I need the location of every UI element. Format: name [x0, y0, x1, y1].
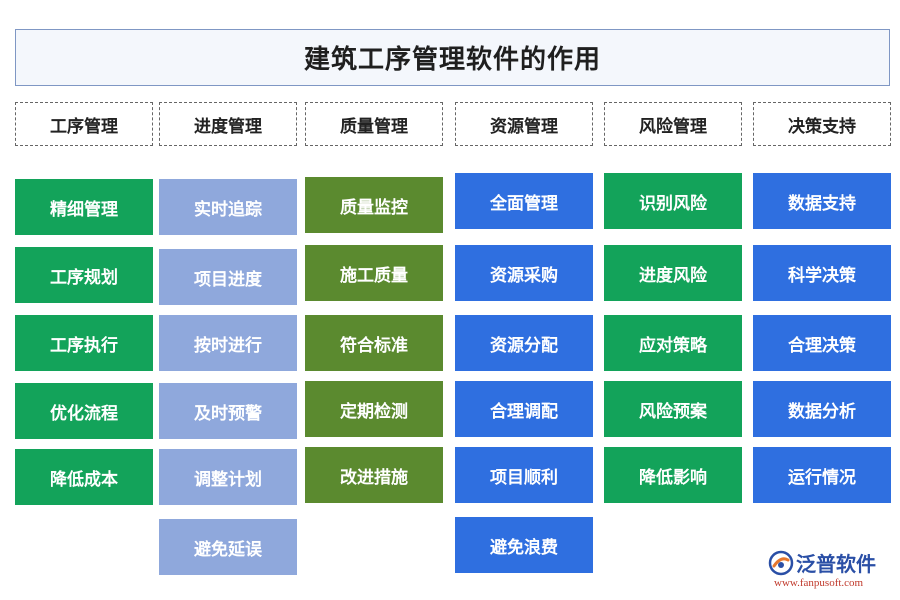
column-header: 风险管理: [604, 102, 742, 146]
item-box: 进度风险: [604, 245, 742, 301]
item-box: 实时追踪: [159, 179, 297, 235]
brand-logo: 泛普软件 www.fanpusoft.com: [768, 548, 888, 594]
item-box: 避免延误: [159, 519, 297, 575]
item-box: 质量监控: [305, 177, 443, 233]
column-quality-management: 质量管理 质量监控 施工质量 符合标准 定期检测 改进措施: [305, 102, 443, 503]
item-box: 改进措施: [305, 447, 443, 503]
item-box: 合理决策: [753, 315, 891, 371]
column-risk-management: 风险管理 识别风险 进度风险 应对策略 风险预案 降低影响: [604, 102, 742, 503]
item-box: 资源分配: [455, 315, 593, 371]
item-box: 优化流程: [15, 383, 153, 439]
item-box: 符合标准: [305, 315, 443, 371]
item-box: 工序执行: [15, 315, 153, 371]
item-box: 工序规划: [15, 247, 153, 303]
brand-name: 泛普软件: [796, 552, 876, 576]
item-box: 识别风险: [604, 173, 742, 229]
item-box: 数据支持: [753, 173, 891, 229]
item-box: 定期检测: [305, 381, 443, 437]
column-header: 决策支持: [753, 102, 891, 146]
diagram-title: 建筑工序管理软件的作用: [15, 29, 890, 86]
item-box: 风险预案: [604, 381, 742, 437]
item-box: 按时进行: [159, 315, 297, 371]
fanpu-logo-icon: [768, 550, 794, 576]
item-box: 资源采购: [455, 245, 593, 301]
column-header: 工序管理: [15, 102, 153, 146]
item-box: 合理调配: [455, 381, 593, 437]
item-box: 数据分析: [753, 381, 891, 437]
item-box: 精细管理: [15, 179, 153, 235]
item-box: 全面管理: [455, 173, 593, 229]
column-schedule-management: 进度管理 实时追踪 项目进度 按时进行 及时预警 调整计划 避免延误: [159, 102, 297, 575]
item-box: 调整计划: [159, 449, 297, 505]
item-box: 应对策略: [604, 315, 742, 371]
column-header: 质量管理: [305, 102, 443, 146]
item-box: 降低成本: [15, 449, 153, 505]
item-box: 施工质量: [305, 245, 443, 301]
item-box: 项目顺利: [455, 447, 593, 503]
column-resource-management: 资源管理 全面管理 资源采购 资源分配 合理调配 项目顺利 避免浪费: [455, 102, 593, 573]
column-process-management: 工序管理 精细管理 工序规划 工序执行 优化流程 降低成本: [15, 102, 153, 505]
column-decision-support: 决策支持 数据支持 科学决策 合理决策 数据分析 运行情况: [753, 102, 891, 503]
item-box: 降低影响: [604, 447, 742, 503]
brand-url: www.fanpusoft.com: [774, 577, 864, 589]
item-box: 项目进度: [159, 249, 297, 305]
item-box: 及时预警: [159, 383, 297, 439]
column-header: 进度管理: [159, 102, 297, 146]
column-header: 资源管理: [455, 102, 593, 146]
item-box: 避免浪费: [455, 517, 593, 573]
item-box: 运行情况: [753, 447, 891, 503]
item-box: 科学决策: [753, 245, 891, 301]
